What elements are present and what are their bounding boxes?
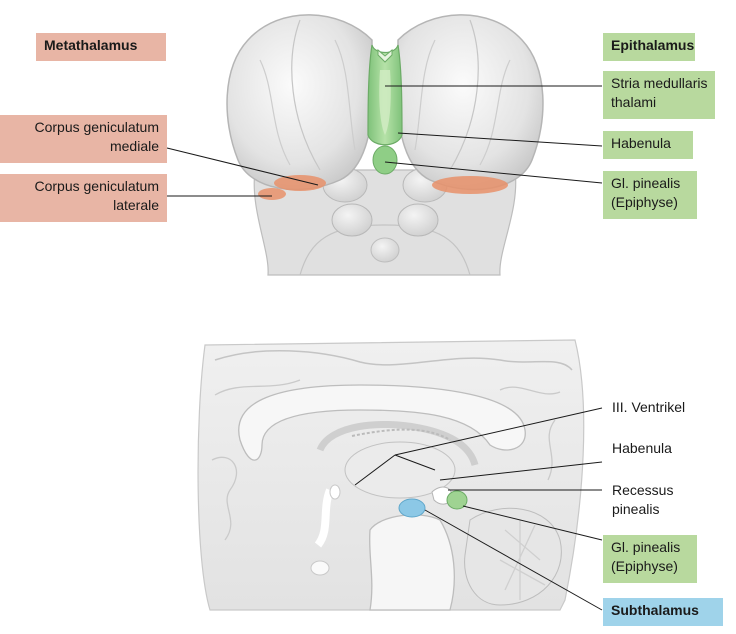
colliculus-inferior-right: [397, 203, 439, 237]
thalamus-left: [226, 14, 373, 191]
label-corpus-geniculatum-mediale: Corpus geniculatum mediale: [0, 115, 167, 163]
label-iii-ventrikel: III. Ventrikel: [612, 399, 686, 415]
subthalamus-structure: [398, 498, 426, 518]
label-line: laterale: [113, 197, 159, 213]
label-line: Corpus geniculatum: [34, 119, 159, 135]
label-line: pinealis: [612, 501, 660, 517]
label-corpus-geniculatum-laterale: Corpus geniculatum laterale: [0, 174, 167, 222]
subthalamus-category-label: Subthalamus: [603, 598, 723, 626]
corpus-geniculatum-mediale-left: [274, 175, 326, 191]
corpus-geniculatum-right: [432, 176, 508, 194]
metathalamus-category-label: Metathalamus: [36, 33, 166, 61]
label-line: mediale: [109, 138, 159, 154]
brainstem-sagittal: [368, 514, 455, 611]
thalamus-right: [397, 14, 544, 191]
label-line: (Epiphyse): [611, 194, 678, 210]
pineal-gland-sagittal: [446, 490, 468, 510]
label-habenula-sagittal: Habenula: [612, 440, 672, 456]
label-line: Stria medullaris: [611, 75, 708, 91]
label-gl-pinealis-top: Gl. pinealis (Epiphyse): [603, 171, 697, 219]
label-line: Corpus geniculatum: [34, 178, 159, 194]
sagittal-brain-illustration: [197, 339, 585, 611]
label-line: Recessus: [612, 482, 674, 498]
label-stria-medullaris-thalami: Stria medullaris thalami: [603, 71, 715, 119]
epithalamus-category-label: Epithalamus: [603, 33, 695, 61]
label-line: thalami: [611, 94, 657, 110]
label-line: Gl. pinealis: [611, 539, 681, 555]
label-line: Gl. pinealis: [611, 175, 681, 191]
leader-lines-sagittal: [354, 407, 603, 611]
label-line: (Epiphyse): [611, 558, 678, 574]
thalamus-sagittal: [344, 441, 456, 499]
corpus-geniculatum-laterale-left: [258, 188, 286, 200]
colliculus-inferior-left: [331, 203, 373, 237]
label-line: Habenula: [611, 135, 671, 151]
corpus-callosum: [238, 384, 526, 461]
dorsal-brainstem-illustration: [226, 14, 544, 276]
brainstem-body: [253, 169, 517, 276]
label-gl-pinealis-sagittal: Gl. pinealis (Epiphyse): [603, 535, 697, 583]
label-recessus-pinealis: Recessus pinealis: [612, 481, 673, 519]
leader-lines-top: [166, 85, 603, 197]
label-habenula-top: Habenula: [603, 131, 693, 159]
pineal-gland-top: [372, 145, 398, 175]
